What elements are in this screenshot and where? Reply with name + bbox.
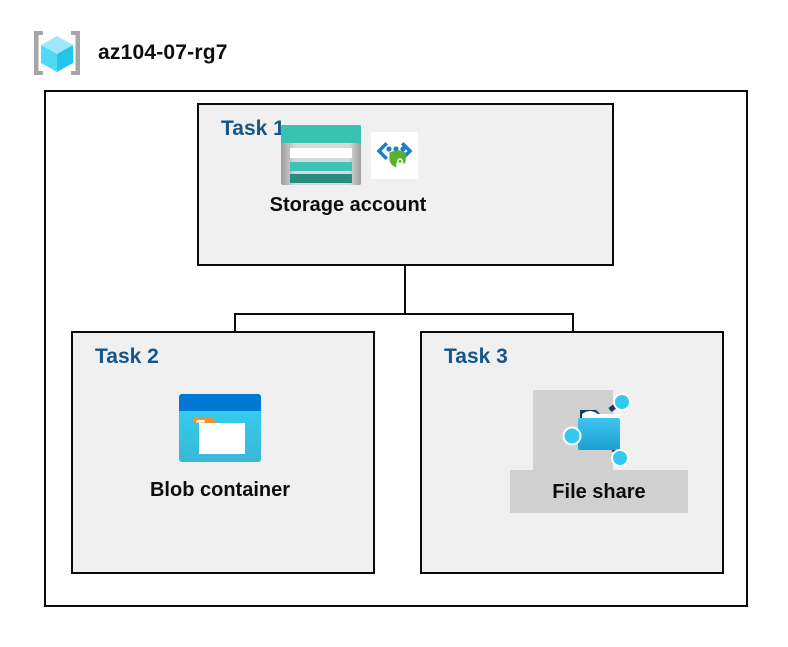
file-share-caption: File share — [552, 481, 646, 503]
blob-container-icon — [179, 394, 261, 462]
task-1-label: Task 1 — [221, 117, 285, 140]
blob-container-caption: Blob container — [149, 479, 290, 501]
resource-group-cube-icon — [34, 31, 80, 75]
node-blob-container[interactable]: Blob container — [120, 392, 320, 502]
resource-group-header: az104-07-rg7 — [30, 26, 228, 80]
file-share-label-highlight — [510, 470, 688, 513]
storage-security-shield-icon — [370, 131, 418, 179]
file-share-icon — [562, 393, 631, 467]
task-3-label: Task 3 — [444, 345, 508, 368]
node-storage-account[interactable]: Storage account — [253, 123, 443, 217]
storage-account-caption: Storage account — [269, 194, 427, 216]
task-2-label: Task 2 — [95, 345, 159, 368]
connector-horizontal-bus — [234, 313, 574, 315]
storage-account-icon-row — [279, 123, 418, 187]
node-file-share[interactable]: File share — [498, 392, 700, 504]
connector-task1-trunk — [404, 266, 406, 314]
storage-account-icon — [280, 125, 361, 185]
panel-task-1: Task 1 — [197, 103, 614, 266]
resource-group-title: az104-07-rg7 — [98, 41, 228, 64]
